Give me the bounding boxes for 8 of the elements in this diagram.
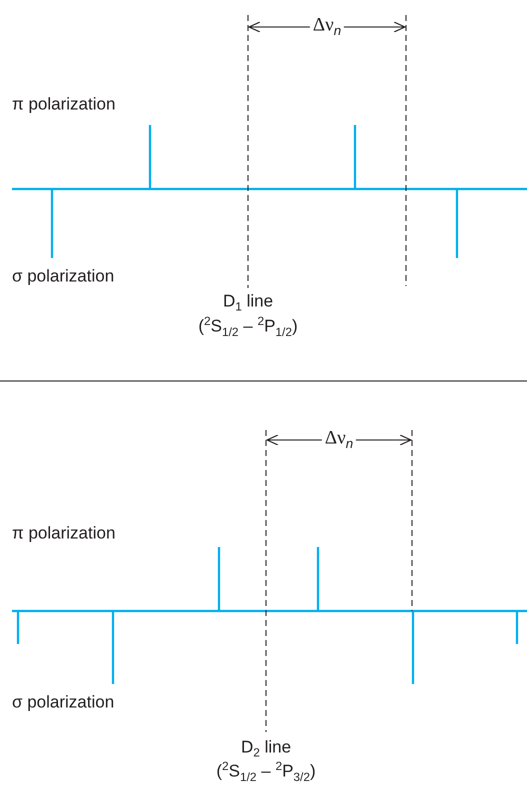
line-label: D$_{2}$ line (240, 738, 292, 760)
row-label: π polarization (12, 524, 116, 544)
row-label: σ polarization (12, 694, 114, 712)
transition-label: ($^{2}$S$_{1/2}$ – $^{2}$P$_{1/2}$) (198, 314, 298, 340)
line-label: D$_{1}$ line (222, 292, 274, 314)
row-label: σ polarization (12, 268, 114, 286)
transition-label: ($^{2}$S$_{1/2}$ – $^{2}$P$_{3/2}$) (216, 760, 316, 784)
row-label: π polarization (12, 96, 116, 114)
